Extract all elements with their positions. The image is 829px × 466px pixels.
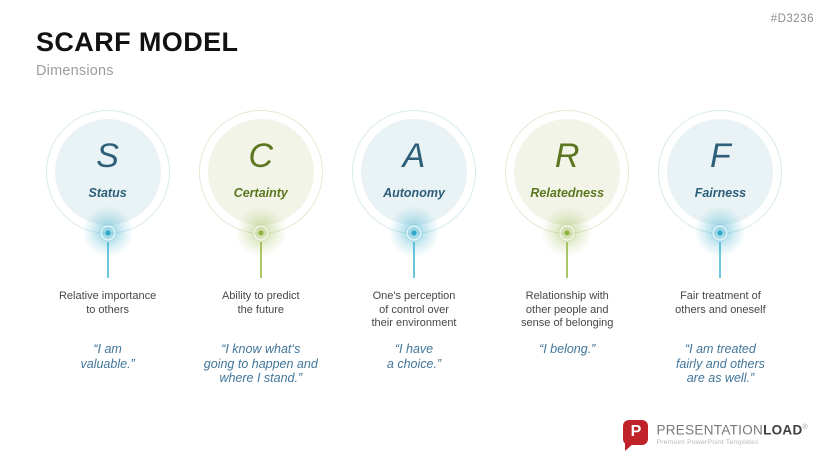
registered-mark: ® xyxy=(802,423,808,431)
connector-line xyxy=(106,242,109,278)
dimension-description: Relative importance to others xyxy=(58,290,157,316)
dimension-column-autonomy: A Autonomy One's perception of control o… xyxy=(337,110,490,386)
slide-code: #D3236 xyxy=(770,13,814,25)
dimension-letter: F xyxy=(710,136,731,175)
dimension-circle: C Certainty xyxy=(198,110,323,265)
page-title: SCARF MODEL xyxy=(36,27,239,57)
dimension-quote: “I belong.” xyxy=(539,342,596,356)
dot-icon xyxy=(717,230,723,236)
brand-tagline: Premium PowerPoint Templates xyxy=(656,439,759,446)
dimension-column-fairness: F Fairness Fair treatment of others and … xyxy=(644,110,797,386)
dimension-letter: A xyxy=(402,136,426,175)
dimension-letter: C xyxy=(248,136,274,175)
dimension-quote: “I am treated fairly and others are as w… xyxy=(675,342,765,385)
dimension-label: Relatedness xyxy=(530,185,605,200)
brand-secondary: LOAD xyxy=(763,422,803,437)
dimension-label: Autonomy xyxy=(383,185,445,200)
dimension-column-certainty: C Certainty Ability to predict the futur… xyxy=(184,110,337,386)
dimension-column-status: S Status Relative importance to others “… xyxy=(31,110,184,386)
connector-dot-icon xyxy=(100,225,116,241)
dot-icon xyxy=(564,230,570,236)
dot-icon xyxy=(411,230,417,236)
dimension-label: Status xyxy=(88,185,127,200)
dimension-circle: S Status xyxy=(45,110,170,265)
brand-primary: PRESENTATION xyxy=(656,422,764,437)
dimension-letter: R xyxy=(554,136,580,175)
connector-dot-icon xyxy=(253,225,269,241)
dimension-disc: F Fairness xyxy=(667,119,774,225)
dimension-column-relatedness: R Relatedness Relationship with other pe… xyxy=(491,110,644,386)
connector-line xyxy=(413,242,415,278)
dimension-circle: A Autonomy xyxy=(352,110,476,265)
dimension-disc: S Status xyxy=(54,119,161,225)
presentationload-logo: P PRESENTATIONLOAD® Premium PowerPoint T… xyxy=(623,419,808,451)
dimension-disc: R Relatedness xyxy=(514,119,621,225)
connector-dot-icon xyxy=(559,225,575,241)
dimension-description: One's perception of control over their e… xyxy=(371,290,457,329)
dimension-label: Fairness xyxy=(694,185,747,200)
dimension-quote: “I know what‘s going to happen and where… xyxy=(203,342,318,385)
dimension-quote: “I have a choice.” xyxy=(386,342,442,371)
dot-icon xyxy=(105,230,111,236)
dimension-disc: C Certainty xyxy=(207,119,314,225)
dimension-quote: “I am valuable.” xyxy=(80,342,135,371)
connector-line xyxy=(259,242,262,278)
dimensions-row: S Status Relative importance to others “… xyxy=(31,110,797,386)
presentationload-logo-icon: P xyxy=(623,419,649,451)
dimension-circle: R Relatedness xyxy=(505,110,630,265)
connector-line xyxy=(719,242,722,278)
dimension-description: Relationship with other people and sense… xyxy=(521,290,614,329)
dimension-disc: A Autonomy xyxy=(361,119,467,225)
dimension-description: Ability to predict the future xyxy=(221,290,300,316)
dimension-label: Certainty xyxy=(233,185,288,200)
slide-header: SCARF MODEL Dimensions xyxy=(0,0,829,79)
connector-dot-icon xyxy=(712,225,728,241)
dot-icon xyxy=(258,230,264,236)
dimension-letter: S xyxy=(96,136,119,175)
brand-name: PRESENTATIONLOAD® xyxy=(656,420,808,437)
dimension-description: Fair treatment of others and oneself xyxy=(675,290,766,316)
page-subtitle: Dimensions xyxy=(36,63,114,79)
connector-line xyxy=(566,242,569,278)
brand-text-block: PRESENTATIONLOAD® Premium PowerPoint Tem… xyxy=(656,420,808,446)
connector-dot-icon xyxy=(406,225,422,241)
dimension-circle: F Fairness xyxy=(658,110,783,265)
logo-letter: P xyxy=(630,423,642,440)
